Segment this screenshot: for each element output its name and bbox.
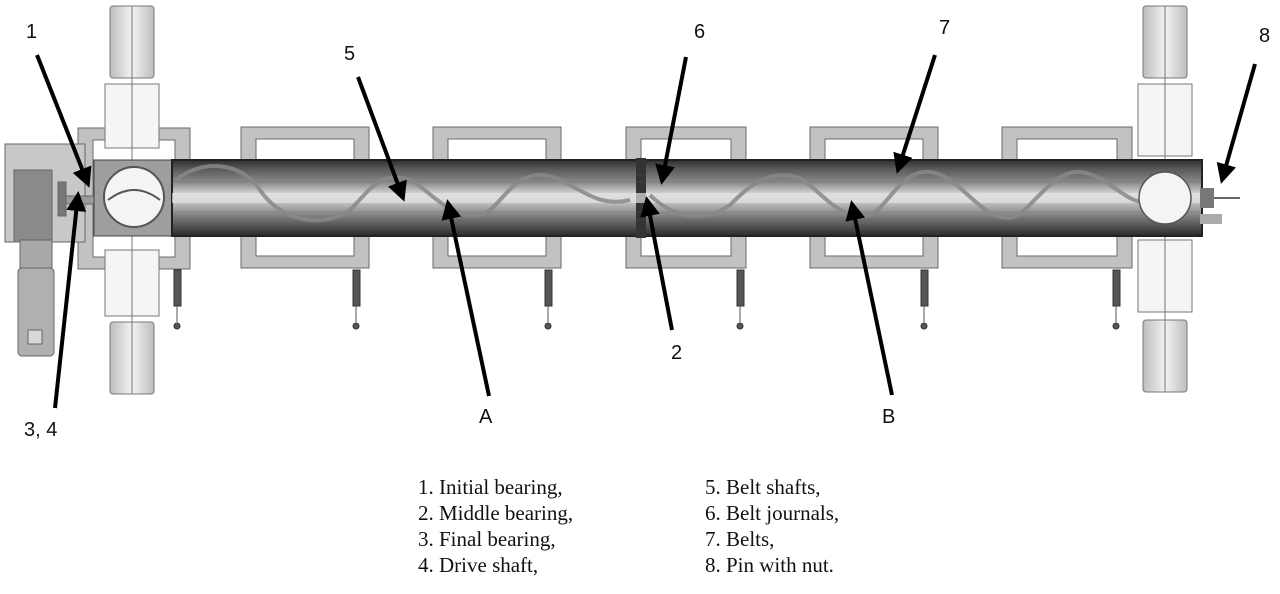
arrow-7 xyxy=(893,54,937,174)
callout-2: 2 xyxy=(671,342,683,364)
legend-item-1: 1. Initial bearing, xyxy=(418,475,563,499)
arrow-8 xyxy=(1216,63,1257,184)
actuator xyxy=(1112,269,1121,330)
legend-item-5: 5. Belt shafts, xyxy=(705,475,821,499)
callout-1: 1 xyxy=(26,21,38,43)
callout-B: B xyxy=(882,406,896,428)
actuator xyxy=(544,269,553,330)
arrow-6 xyxy=(655,56,688,185)
right-gate-cylinders xyxy=(1137,5,1193,393)
legend-item-2: 2. Middle bearing, xyxy=(418,501,574,525)
callout-arrows xyxy=(35,54,1257,409)
legend-right-column: 5. Belt shafts, 6. Belt journals, 7. Bel… xyxy=(705,474,839,578)
arrow-B xyxy=(845,200,894,396)
spiral-belt-b xyxy=(648,169,1151,221)
legend-item-6: 6. Belt journals, xyxy=(705,501,840,525)
conveyor-diagram xyxy=(4,5,1257,409)
arrow-1 xyxy=(35,54,92,188)
left-gate-cylinders xyxy=(104,5,160,395)
hanging-actuators xyxy=(173,269,1121,330)
legend-left-column: 1. Initial bearing, 2. Middle bearing, 3… xyxy=(418,474,573,578)
callout-7: 7 xyxy=(939,17,951,39)
inlet-housing xyxy=(93,159,175,237)
legend-item-4: 4. Drive shaft, xyxy=(418,553,539,577)
actuator xyxy=(920,269,929,330)
callout-A: A xyxy=(479,406,493,428)
belt-shaft xyxy=(172,193,1202,203)
spiral-belt-a xyxy=(174,164,631,223)
callout-6: 6 xyxy=(694,21,706,43)
legend-item-8: 8. Pin with nut. xyxy=(705,553,834,577)
arrow-A xyxy=(441,199,491,397)
conveyor-trough xyxy=(171,158,1240,238)
callout-8: 8 xyxy=(1259,25,1271,47)
callout-3-4: 3, 4 xyxy=(24,419,58,441)
legend-item-3: 3. Final bearing, xyxy=(418,527,556,551)
arrow-5 xyxy=(356,76,407,202)
arrow-2 xyxy=(640,196,674,331)
legend-item-7: 7. Belts, xyxy=(705,527,775,551)
callout-5: 5 xyxy=(344,43,356,65)
actuator xyxy=(352,269,361,330)
actuator xyxy=(736,269,745,330)
arrow-3-4 xyxy=(53,191,87,409)
actuator xyxy=(173,269,182,330)
